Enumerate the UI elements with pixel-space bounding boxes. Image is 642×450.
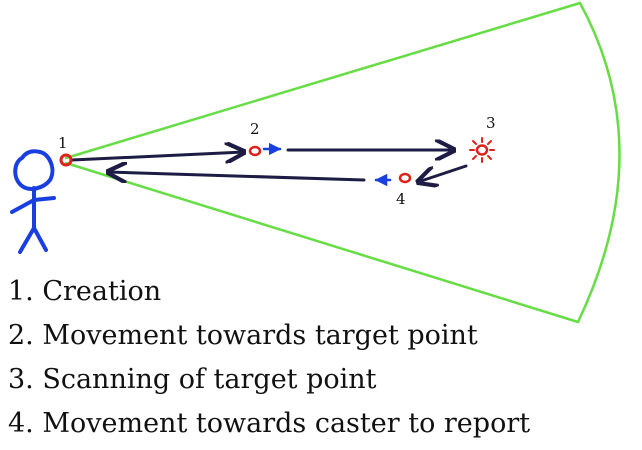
arrow-outbound-1 (70, 152, 244, 160)
probe-icon (475, 144, 489, 156)
legend-list: 1. Creation 2. Movement towards target p… (8, 270, 638, 446)
vision-cone (64, 1, 621, 324)
cone-upper-edge (64, 1, 582, 160)
scan-burst-icon (469, 137, 495, 163)
legend-item-movement-to-target: 2. Movement towards target point (8, 320, 478, 351)
marker-label-1: 1 (58, 134, 68, 152)
arrow-return-2 (108, 172, 366, 180)
cone-arc (576, 1, 621, 324)
legend-item-creation: 1. Creation (8, 276, 162, 307)
probe-return (398, 172, 412, 184)
stick-figure-icon (10, 149, 56, 254)
arrow-return-1 (418, 164, 468, 182)
probe-creation (59, 153, 73, 167)
direction-indicators (262, 142, 392, 187)
probe-scanning (469, 137, 495, 163)
legend-item-scanning: 3. Scanning of target point (8, 364, 377, 395)
movement-arrows (70, 150, 468, 182)
cone-lower-edge (64, 161, 580, 324)
probe-icon (59, 153, 73, 167)
marker-label-3: 3 (486, 114, 496, 132)
probe-icon (398, 172, 412, 184)
probe-outbound (248, 145, 262, 157)
marker-label-2: 2 (250, 120, 260, 138)
legend-item-return-to-caster: 4. Movement towards caster to report (8, 408, 531, 439)
probe-icon (248, 145, 262, 157)
marker-label-4: 4 (396, 190, 406, 208)
